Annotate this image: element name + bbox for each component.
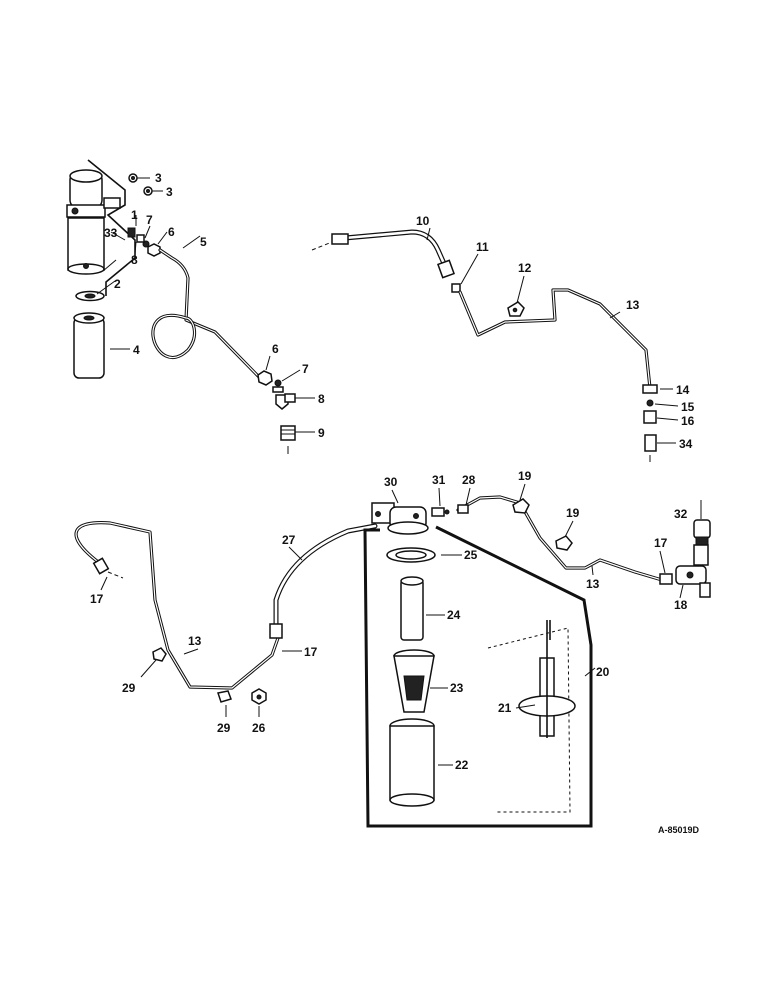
sleeve-15	[646, 399, 654, 407]
callout-13b: 13	[586, 577, 600, 591]
figure-id: A-85019D	[658, 825, 700, 835]
callout-3b: 3	[166, 185, 173, 199]
upper-right-assembly	[311, 227, 679, 462]
callout-10: 10	[416, 214, 430, 228]
callout-29b: 29	[217, 721, 231, 735]
nut-6b	[257, 370, 273, 386]
callout-30: 30	[384, 475, 398, 489]
filter-canister	[73, 317, 105, 379]
callout-8a: 8	[131, 253, 138, 267]
fitting-11	[451, 283, 461, 293]
callout-29a: 29	[122, 681, 136, 695]
callout-4: 4	[133, 343, 140, 357]
callout-22: 22	[455, 758, 469, 772]
upper-left-assembly	[66, 159, 315, 454]
connector-9	[280, 425, 296, 441]
callout-24: 24	[447, 608, 461, 622]
callout-26: 26	[252, 721, 266, 735]
connector-34	[644, 434, 657, 452]
bracket-outline	[87, 159, 136, 296]
callout-18: 18	[674, 598, 688, 612]
callout-19a: 19	[518, 469, 532, 483]
fitting-16	[643, 410, 657, 424]
callout-16: 16	[681, 414, 695, 428]
callout-1: 1	[131, 208, 138, 222]
callout-20: 20	[596, 665, 610, 679]
callout-33: 33	[104, 226, 118, 240]
lower-assembly	[74, 483, 711, 828]
fitting-1	[127, 227, 136, 238]
nut-14	[642, 384, 658, 394]
fitting-32	[693, 519, 711, 539]
nut-6	[147, 243, 161, 257]
callout-13a: 13	[626, 298, 640, 312]
callout-15: 15	[681, 400, 695, 414]
clip-29b	[217, 690, 232, 703]
callout-3a: 3	[155, 171, 162, 185]
subassembly-box	[363, 525, 593, 828]
callout-11: 11	[476, 240, 489, 254]
callout-9: 9	[318, 426, 325, 440]
element-24	[400, 579, 424, 641]
clip-19a	[512, 498, 530, 514]
callout-19b: 19	[566, 506, 580, 520]
filter-housing	[67, 217, 105, 271]
fitting-31	[431, 507, 445, 517]
callout-23: 23	[450, 681, 464, 695]
callout-14: 14	[676, 383, 690, 397]
callout-17c: 17	[304, 645, 318, 659]
callout-28: 28	[462, 473, 476, 487]
callout-12: 12	[518, 261, 532, 275]
callout-8b: 8	[318, 392, 325, 406]
callout-25: 25	[464, 548, 478, 562]
callout-5: 5	[200, 235, 207, 249]
callout-labels: 3 3 1 33 7 6 8 2 5 4 6 7 8 9 10 11 12 13…	[90, 171, 700, 835]
bowl-22	[389, 725, 435, 801]
fuel-line-13-upper	[458, 288, 652, 390]
callout-6a: 6	[168, 225, 175, 239]
callout-6b: 6	[272, 342, 279, 356]
inset-outline	[487, 627, 571, 813]
callout-7b: 7	[302, 362, 309, 376]
callout-2: 2	[114, 277, 121, 291]
callout-34: 34	[679, 437, 693, 451]
callout-21: 21	[498, 701, 512, 715]
callout-32: 32	[674, 507, 688, 521]
callout-7a: 7	[146, 213, 153, 227]
fuel-line-13-left	[74, 521, 280, 690]
callout-13c: 13	[188, 634, 202, 648]
callout-17a: 17	[654, 536, 668, 550]
clip-29a	[152, 647, 167, 662]
callout-31: 31	[432, 473, 446, 487]
clip-19b	[555, 535, 573, 551]
callout-27: 27	[282, 533, 296, 547]
callout-17b: 17	[90, 592, 104, 606]
